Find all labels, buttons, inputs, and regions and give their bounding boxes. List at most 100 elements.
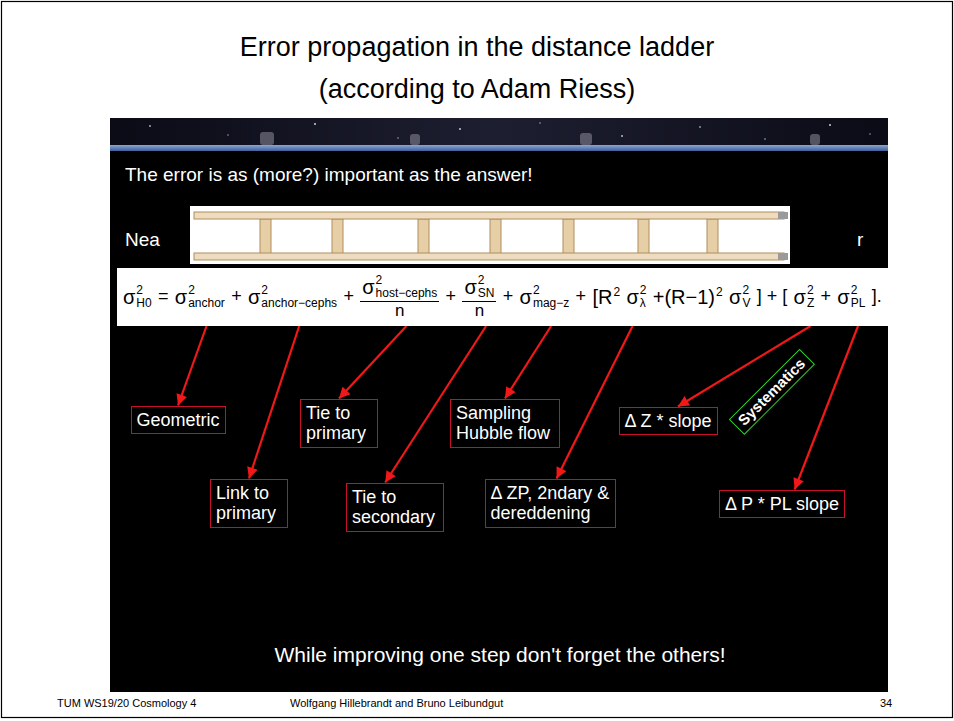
equation-part: ]. [872,287,882,307]
index-stack: 2V [742,284,750,309]
variance-term: σ2anchor−cephs [248,284,337,309]
equation-symbol: σ [626,286,638,308]
equation-symbol: n [475,302,484,320]
text-slot: The error is as (more?) important as the… [125,164,533,186]
equation-part: σ2mag−z [520,284,570,309]
equation-part: σ2Z [794,284,815,309]
equation-symbol: σ [520,286,532,308]
variance-term: σ2Z [794,284,815,309]
error-arrow [505,326,551,399]
term-text: Δ P * PL slope [725,494,839,515]
equation-row: σ2H0=σ2anchor+σ2anchor−cephs+σ2host−ceph… [117,268,888,326]
term-text: Tie to secondary [352,487,438,528]
variance-term: σ2mag−z [520,284,570,309]
variance-term: σ2PL [837,284,865,309]
equation-symbol: V [742,297,750,310]
stars [149,122,871,140]
variance-term: σ2λ [626,284,646,309]
star-strip [110,118,888,145]
index-stack: 2host−cephs [376,274,438,299]
index-stack: 2anchor [188,284,225,309]
equation-symbol: ] + [ [757,287,788,307]
label-slot: r [857,229,863,251]
equation-part: σ2λ [626,284,646,309]
equation-symbol: + [821,287,832,307]
fraction-numerator: σ2SN [462,274,496,301]
term-box: Link to primary [210,479,288,528]
ladder-rungs [260,219,718,254]
equation-part: +(R−1)2 [653,286,723,308]
label-slot: Nea [125,229,160,251]
equation-symbol: 2 [376,274,383,287]
equation-symbol: 2 [188,284,195,297]
equation-symbol: σ [175,286,187,308]
index-stack: 2SN [478,274,495,299]
equation-symbol: σ [123,286,135,308]
variance-term: σ2anchor [175,284,225,309]
equation-symbol: ]. [872,287,882,307]
error-arrow [795,326,858,490]
slide-title: Error propagation in the distance ladder… [207,26,747,110]
equation-symbol: λ [640,297,646,310]
equation-symbol: σ [464,276,476,298]
equation-part: σ2SNn [462,274,496,319]
equation-symbol: σ [248,286,260,308]
equation-symbol: 2 [640,284,647,297]
equation-symbol: anchor [188,297,225,310]
ladder-picture [190,206,790,264]
variance-term: σ2H0 [123,284,152,309]
equation-box: σ2H0=σ2anchor+σ2anchor−cephs+σ2host−ceph… [117,268,888,326]
equation-part: ] + [ [757,287,788,307]
equation-symbol: + [576,287,587,307]
fraction-numerator: σ2host−cephs [360,274,439,301]
equation-symbol: +(R−1) [653,286,715,308]
equation-part: σ2anchor [175,284,225,309]
equation-symbol: σ [794,286,806,308]
term-text: Tie to primary [306,403,372,444]
equation-symbol: σ [729,286,741,308]
error-arrow [339,326,406,399]
equation-symbol: [R [592,286,612,308]
equation-part: = [158,287,169,307]
footer-text: 34 [880,697,892,709]
equation-symbol: host−cephs [376,287,438,300]
equation-symbol: σ [362,276,374,298]
term-text: Geometric [137,410,220,431]
equation-symbol: n [395,302,404,320]
index-stack: 2H0 [136,284,151,309]
cut-text: Nea [125,229,160,251]
error-arrow [557,326,633,479]
equation-part: + [503,287,514,307]
slide-panel: σ2H0=σ2anchor+σ2anchor−cephs+σ2host−ceph… [110,118,888,692]
ladder-caps [778,212,788,260]
equation-symbol: + [231,287,242,307]
systematics-tag: Systematics [729,349,815,435]
equation-symbol: + [503,287,514,307]
term-box: Tie to primary [300,399,378,448]
equation-symbol: 2 [136,284,143,297]
index-stack: 2PL [851,284,866,309]
variance-term: σ2host−cephs [362,274,437,299]
equation-symbol: anchor−cephs [261,297,337,310]
term-box: Δ ZP, 2ndary & dereddening [485,479,616,528]
equation-part: + [231,287,242,307]
equation-symbol: + [343,287,354,307]
equation-symbol: 2 [478,274,485,287]
blue-band [110,145,888,151]
equation-symbol: = [158,287,169,307]
cut-text: r [857,229,863,251]
ladder-rails [194,212,784,260]
term-box: Geometric [131,406,226,435]
index-stack: 2Z [807,284,814,309]
equation-part: + [446,287,457,307]
index-stack: 2anchor−cephs [261,284,337,309]
label-slot: Wolfgang Hillebrandt and Bruno Leibundgu… [290,697,503,709]
title-slot: Error propagation in the distance ladder… [0,26,954,110]
equation-part: [R2 [592,286,620,308]
term-text: Δ Z * slope [625,411,712,432]
ladder-ground [190,206,790,264]
equation-part: σ2H0 [123,284,152,309]
equation-symbol: 2 [851,284,858,297]
error-arrow [249,326,299,479]
error-arrow [178,326,207,406]
